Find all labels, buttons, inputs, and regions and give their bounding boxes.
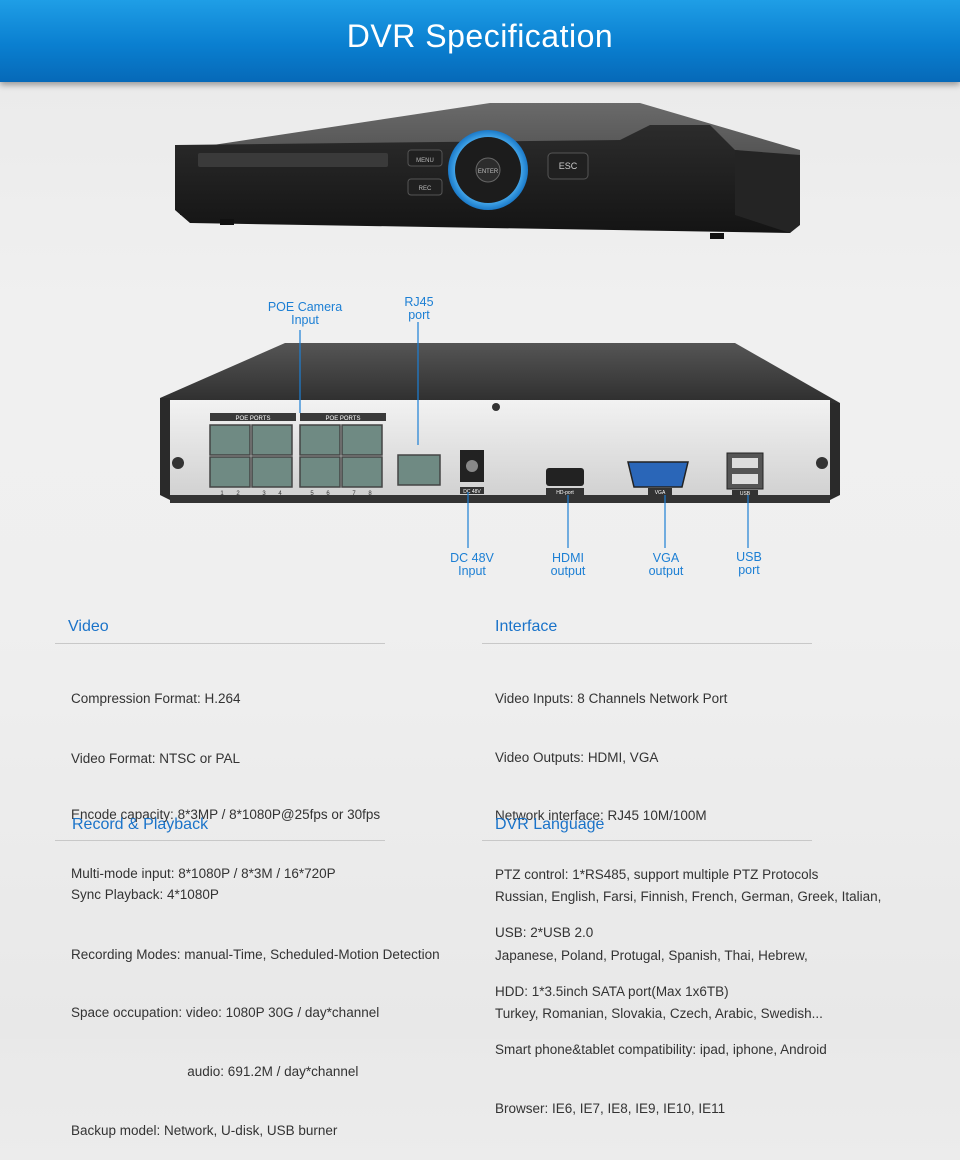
callout-rj45: RJ45 port <box>374 296 464 322</box>
spec-line: Backup model: Network, U-disk, USB burne… <box>71 1123 338 1138</box>
header-banner: DVR Specification <box>0 0 960 82</box>
poe-port-number: 2 <box>236 491 240 497</box>
callout-poe-line1: POE Camera <box>267 300 343 314</box>
spec-line: Compression Format: H.264 <box>71 691 241 706</box>
spec-line: audio: 691.2M / day*channel <box>71 1063 359 1079</box>
enter-button-label: ENTER <box>478 169 499 175</box>
spec-line: PTZ control: 1*RS485, support multiple P… <box>495 866 819 882</box>
vga-port-label: VGA <box>655 490 666 496</box>
spec-line: Video Inputs: 8 Channels Network Port <box>495 691 728 706</box>
spec-line: Russian, English, Farsi, Finnish, French… <box>495 889 882 904</box>
callout-dc: DC 48V Input <box>427 552 517 578</box>
callout-hdmi-line2: output <box>550 564 586 578</box>
spec-line: Network interface: RJ45 10M/100M <box>495 808 707 823</box>
spec-line: Turkey, Romanian, Slovakia, Czech, Arabi… <box>495 1006 823 1021</box>
language-spec-list: Russian, English, Farsi, Finnish, French… <box>495 848 881 1043</box>
callout-dc-line1: DC 48V <box>450 551 494 565</box>
record-spec-list: Sync Playback: 4*1080P Recording Modes: … <box>71 846 440 1160</box>
record-section-title: Record & Playback <box>72 816 209 833</box>
callout-lines <box>299 322 749 548</box>
callout-usb-line1: USB <box>736 550 762 564</box>
spec-line: Browser: IE6, IE7, IE8, IE9, IE10, IE11 <box>495 1100 726 1116</box>
callout-dc-line2: Input <box>458 564 486 578</box>
spec-line: Video Format: NTSC or PAL <box>71 750 241 766</box>
page-title: DVR Specification <box>346 18 614 54</box>
spec-line: USB: 2*USB 2.0 <box>495 925 594 940</box>
hdmi-port-label: HD-port <box>556 490 574 496</box>
poe-port-number: 4 <box>278 491 282 497</box>
spec-line: Encode capacity: 8*3MP / 8*1080P@25fps o… <box>71 807 381 822</box>
callout-usb-line2: port <box>738 563 760 577</box>
video-section-divider <box>55 643 385 644</box>
dvr-front-image: MENU REC ENTER ESC <box>175 103 800 239</box>
callout-hdmi: HDMI output <box>523 552 613 578</box>
menu-button-label: MENU <box>416 158 434 164</box>
dvr-rear-image: POE PORTS POE PORTS DC 48V HD-port VGA U… <box>160 343 840 503</box>
spec-line: Sync Playback: 4*1080P <box>71 887 219 902</box>
poe-port-number: 7 <box>352 491 356 497</box>
poe-port-number: 8 <box>368 491 372 497</box>
spec-line: Japanese, Poland, Protugal, Spanish, Tha… <box>495 947 808 963</box>
callout-vga-line1: VGA <box>652 551 680 565</box>
spec-line: HDD: 1*3.5inch SATA port(Max 1x6TB) <box>495 983 729 999</box>
poe-ports-label-right: POE PORTS <box>326 416 361 422</box>
spec-line: Video Outputs: HDMI, VGA <box>495 749 659 765</box>
language-section-title: DVR Language <box>495 816 605 833</box>
usb-port-label: USB <box>740 491 751 497</box>
callout-poe-line2: Input <box>291 313 319 327</box>
callout-rj45-line2: port <box>408 308 430 322</box>
video-section-title: Video <box>68 618 109 635</box>
interface-section-title: Interface <box>495 618 558 635</box>
poe-port-number: 1 <box>220 491 224 497</box>
callout-vga-line2: output <box>648 564 684 578</box>
poe-port-number: 6 <box>326 491 330 497</box>
video-spec-list: Compression Format: H.264 Video Format: … <box>71 650 380 903</box>
callout-rj45-line1: RJ45 <box>404 295 434 309</box>
callout-vga: VGA output <box>621 552 711 578</box>
poe-port-number: 3 <box>262 491 266 497</box>
callout-poe-camera: POE Camera Input <box>260 301 350 327</box>
poe-ports-label-left: POE PORTS <box>236 416 271 422</box>
dc-port-label: DC 48V <box>463 489 481 495</box>
spec-line: Space occupation: video: 1080P 30G / day… <box>71 1005 380 1020</box>
poe-port-number: 5 <box>310 491 314 497</box>
interface-section-divider <box>482 643 812 644</box>
record-section-divider <box>55 840 385 841</box>
callout-hdmi-line1: HDMI <box>552 551 584 565</box>
language-section-divider <box>482 840 812 841</box>
callout-usb: USB port <box>704 551 794 577</box>
rec-button-label: REC <box>419 186 432 192</box>
spec-line: Multi-mode input: 8*1080P / 8*3M / 16*72… <box>71 865 336 881</box>
spec-line: Recording Modes: manual-Time, Scheduled-… <box>71 946 440 962</box>
esc-button-label: ESC <box>559 161 578 171</box>
